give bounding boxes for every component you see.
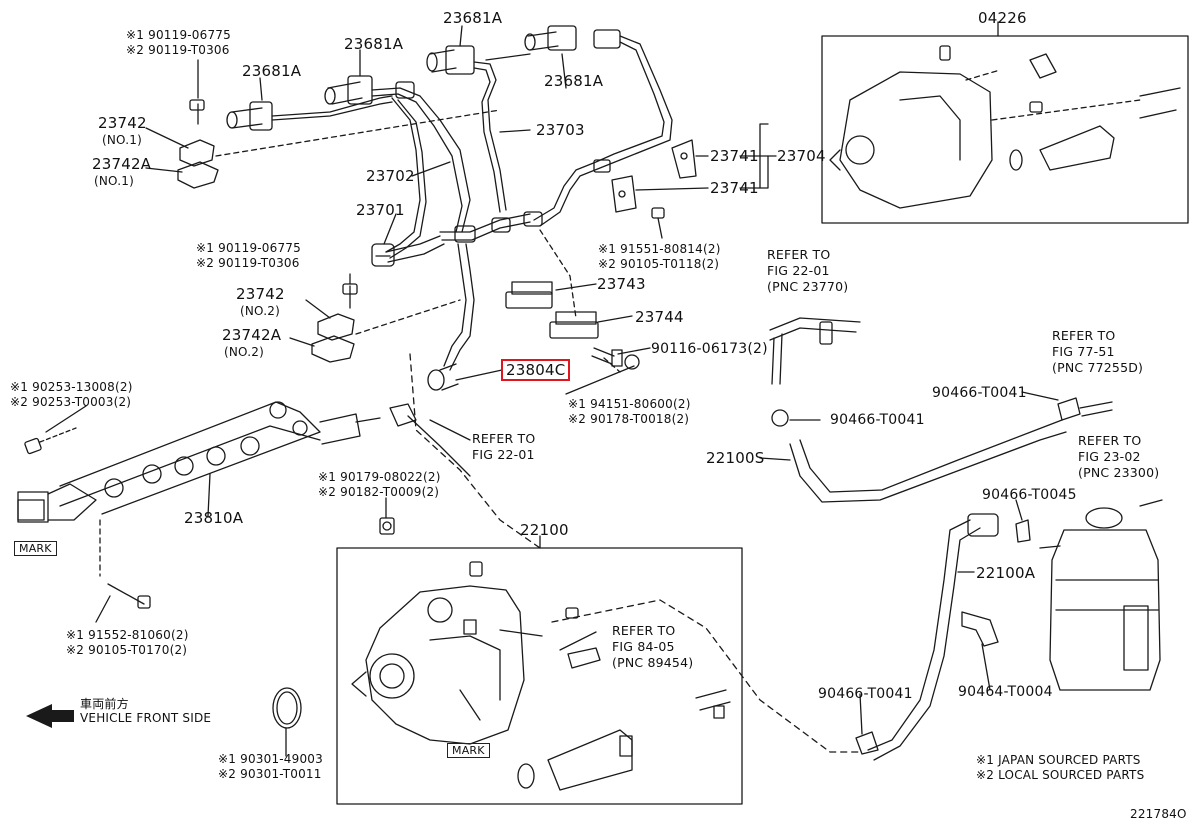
callout-23681a-right[interactable]: 23681A — [544, 72, 604, 90]
bolt-91551 — [651, 207, 665, 239]
callout-23681a-mid[interactable]: 23681A — [344, 35, 404, 53]
clip-90466-c — [1015, 519, 1031, 543]
part-group-94151[interactable]: ※1 94151-80600(2) ※2 90178-T0018(2) — [568, 397, 691, 426]
clamp-23744 — [549, 311, 599, 339]
callout-23742-no2[interactable]: 23742 — [236, 285, 285, 303]
callout-23681a-left[interactable]: 23681A — [242, 62, 302, 80]
injection-pipe-23681a-top — [426, 45, 531, 213]
callout-04226[interactable]: 04226 — [978, 9, 1027, 27]
callout-23702[interactable]: 23702 — [366, 167, 415, 185]
pump-sensor-89454 — [567, 647, 601, 669]
dash-line-brackets — [539, 229, 621, 373]
callout-23701[interactable]: 23701 — [356, 201, 405, 219]
callout-90116[interactable]: 90116-06173(2) — [651, 341, 768, 357]
dash-line-clamp1 — [215, 109, 501, 157]
callout-23742-no2-sub: (NO.2) — [240, 304, 280, 318]
clip-90466-b — [1057, 397, 1113, 421]
callout-90466-c[interactable]: 90466-T0045 — [982, 487, 1077, 503]
part-group-90119-a[interactable]: ※1 90119-06775 ※2 90119-T0306 — [126, 28, 231, 57]
callout-23742-no1-sub: (NO.1) — [102, 133, 142, 147]
callout-22100s[interactable]: 22100S — [706, 449, 765, 467]
dash-line-clamp2 — [355, 299, 461, 335]
pump-nut-90179 — [379, 517, 395, 535]
mark-label-rail: MARK — [14, 541, 57, 556]
legend-japan-sourced: ※1 JAPAN SOURCED PARTS — [976, 753, 1141, 767]
callout-23742a-no1[interactable]: 23742A — [92, 155, 152, 173]
clip-90464 — [961, 611, 999, 647]
refer-fig-22-01-a[interactable]: REFER TO FIG 22-01 — [472, 431, 536, 462]
diagram-id: 221784O — [1130, 807, 1187, 821]
part-group-90119-b[interactable]: ※1 90119-06775 ※2 90119-T0306 — [196, 241, 301, 270]
injection-pipe-bundle — [385, 97, 543, 371]
callout-23804c-highlighted[interactable]: 23804C — [501, 359, 571, 381]
injection-pipe-23681a-right — [524, 25, 673, 227]
clamp-23742-no2 — [311, 283, 358, 363]
bolt-90253 — [24, 427, 77, 455]
callout-23681a-top[interactable]: 23681A — [443, 9, 503, 27]
suction-control-valve — [517, 689, 731, 791]
clamp-23701 — [371, 243, 395, 267]
bracket-23741-b — [611, 175, 637, 213]
front-arrow-shape — [26, 704, 74, 728]
pump-inset-frame — [821, 35, 1189, 224]
callout-22100[interactable]: 22100 — [520, 521, 569, 539]
callout-23742a-no2-sub: (NO.2) — [224, 345, 264, 359]
hose-22100a — [867, 513, 999, 761]
callout-23810a[interactable]: 23810A — [184, 509, 244, 527]
callout-90464[interactable]: 90464-T0004 — [958, 684, 1053, 700]
clamp-23743 — [505, 281, 553, 309]
callout-90466-a[interactable]: 90466-T0041 — [830, 412, 925, 428]
dash-line-inset — [965, 69, 1141, 121]
mark-label-pump: MARK — [447, 743, 490, 758]
refer-fig-77-51[interactable]: REFER TO FIG 77-51 (PNC 77255D) — [1052, 328, 1144, 375]
front-direction-jp: 車両前方 — [80, 697, 129, 711]
dash-line-pump-sensor — [551, 599, 863, 753]
legend-local-sourced: ※2 LOCAL SOURCED PARTS — [976, 768, 1145, 782]
part-group-90253[interactable]: ※1 90253-13008(2) ※2 90253-T0003(2) — [10, 380, 133, 409]
part-group-90301[interactable]: ※1 90301-49003 ※2 90301-T0011 — [218, 752, 323, 781]
callout-23704[interactable]: 23704 — [777, 147, 826, 165]
clip-90466-d — [855, 731, 879, 755]
bolt-91552 — [99, 519, 151, 609]
pipe-end-23804c — [427, 363, 459, 391]
refer-fig-84-05[interactable]: REFER TO FIG 84-05 (PNC 89454) — [612, 623, 694, 670]
callout-23744[interactable]: 23744 — [635, 308, 684, 326]
callout-23742a-no2[interactable]: 23742A — [222, 326, 282, 344]
callout-90466-d[interactable]: 90466-T0041 — [818, 686, 913, 702]
part-group-90179[interactable]: ※1 90179-08022(2) ※2 90182-T0009(2) — [318, 470, 441, 499]
refer-fig-22-01-b[interactable]: REFER TO FIG 22-01 (PNC 23770) — [767, 247, 849, 294]
callout-23743[interactable]: 23743 — [597, 275, 646, 293]
part-group-91551[interactable]: ※1 91551-80814(2) ※2 90105-T0118(2) — [598, 242, 721, 271]
common-rail-23810a — [17, 401, 381, 523]
callout-23741-b[interactable]: 23741 — [710, 179, 759, 197]
fuel-filter-23300 — [1039, 499, 1163, 691]
clip-90466-a — [771, 409, 789, 427]
rail-hose-end — [389, 403, 471, 477]
refer-fig-23-02[interactable]: REFER TO FIG 23-02 (PNC 23300) — [1078, 433, 1160, 480]
callout-23742a-no1-sub: (NO.1) — [94, 174, 134, 188]
pump-22100-frame — [336, 547, 743, 805]
dash-line-rail-pump — [409, 353, 541, 549]
hose-22100s — [789, 419, 1067, 503]
callout-23742-no1[interactable]: 23742 — [98, 114, 147, 132]
oring-90301 — [272, 687, 302, 729]
clamp-23742-no1 — [177, 99, 219, 189]
callout-23703[interactable]: 23703 — [536, 121, 585, 139]
callout-90466-b[interactable]: 90466-T0041 — [932, 385, 1027, 401]
callout-23741-a[interactable]: 23741 — [710, 147, 759, 165]
inset-pump-04226 — [829, 45, 1181, 209]
front-direction-en: VEHICLE FRONT SIDE — [80, 711, 212, 725]
leader-lines — [45, 21, 1059, 757]
return-pipe-23770 — [769, 317, 861, 385]
callout-22100a[interactable]: 22100A — [976, 564, 1036, 582]
sensor-connector — [17, 499, 45, 521]
fuel-pump-22100 — [351, 561, 579, 745]
stud-90116 — [591, 347, 640, 370]
injection-pipe-23681a-left — [226, 95, 393, 131]
bracket-23741-a — [671, 139, 697, 179]
part-group-91552[interactable]: ※1 91552-81060(2) ※2 90105-T0170(2) — [66, 628, 189, 657]
